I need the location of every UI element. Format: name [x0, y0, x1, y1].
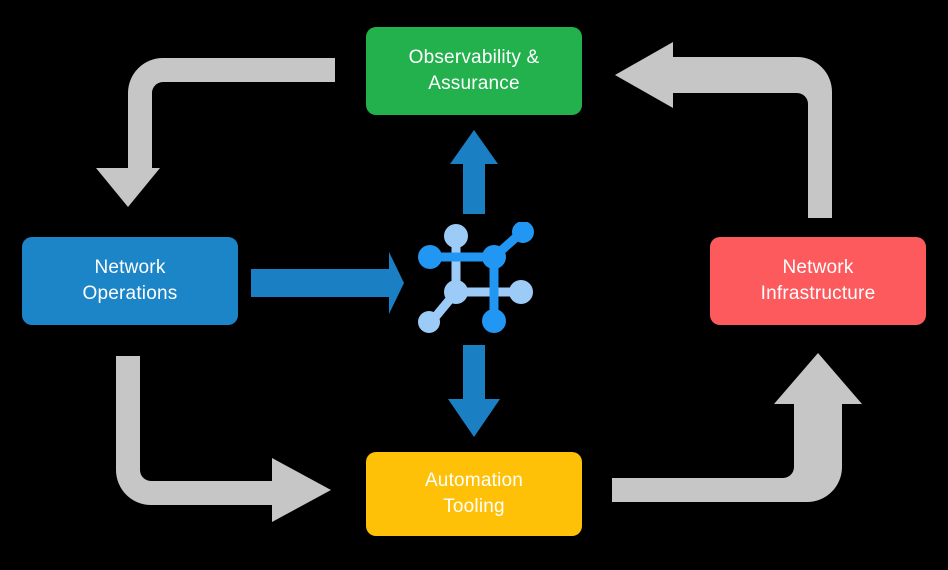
- arrow-center-to-automation: [448, 345, 500, 437]
- box-network-operations[interactable]: Network Operations: [22, 237, 238, 325]
- box-automation-line1: Automation: [424, 469, 524, 491]
- box-netops-line2: Operations: [82, 283, 178, 304]
- box-observability-line1: Observability &: [408, 46, 540, 68]
- gray-arrow-automation-to-netinfra: [612, 353, 862, 502]
- network-mesh-icon: [418, 222, 534, 333]
- mesh-node-light: [444, 224, 468, 248]
- box-automation-tooling[interactable]: Automation Tooling: [366, 452, 582, 536]
- mesh-node-dark: [512, 222, 534, 243]
- box-observability-assurance[interactable]: Observability & Assurance: [366, 27, 582, 115]
- mesh-node-dark: [418, 245, 442, 269]
- box-automation-line2: Tooling: [443, 496, 505, 517]
- box-observability-line2: Assurance: [428, 73, 520, 94]
- box-netinfra-line2: Infrastructure: [760, 283, 876, 304]
- box-netops-line1: Network: [94, 256, 166, 278]
- mesh-node-light: [444, 280, 468, 304]
- gray-arrow-observability-to-netops: [96, 58, 335, 207]
- box-network-infrastructure[interactable]: Network Infrastructure: [710, 237, 926, 325]
- arrow-netops-to-center: [251, 252, 404, 314]
- mesh-node-dark: [482, 245, 506, 269]
- mesh-node-dark: [482, 309, 506, 333]
- gray-arrow-netops-to-automation: [116, 356, 331, 522]
- mesh-node-light: [509, 280, 533, 304]
- gray-arrow-netinfra-to-observability: [615, 42, 832, 218]
- arrow-center-to-observability: [450, 130, 498, 214]
- mesh-node-light: [418, 311, 440, 333]
- box-netinfra-line1: Network: [782, 256, 854, 278]
